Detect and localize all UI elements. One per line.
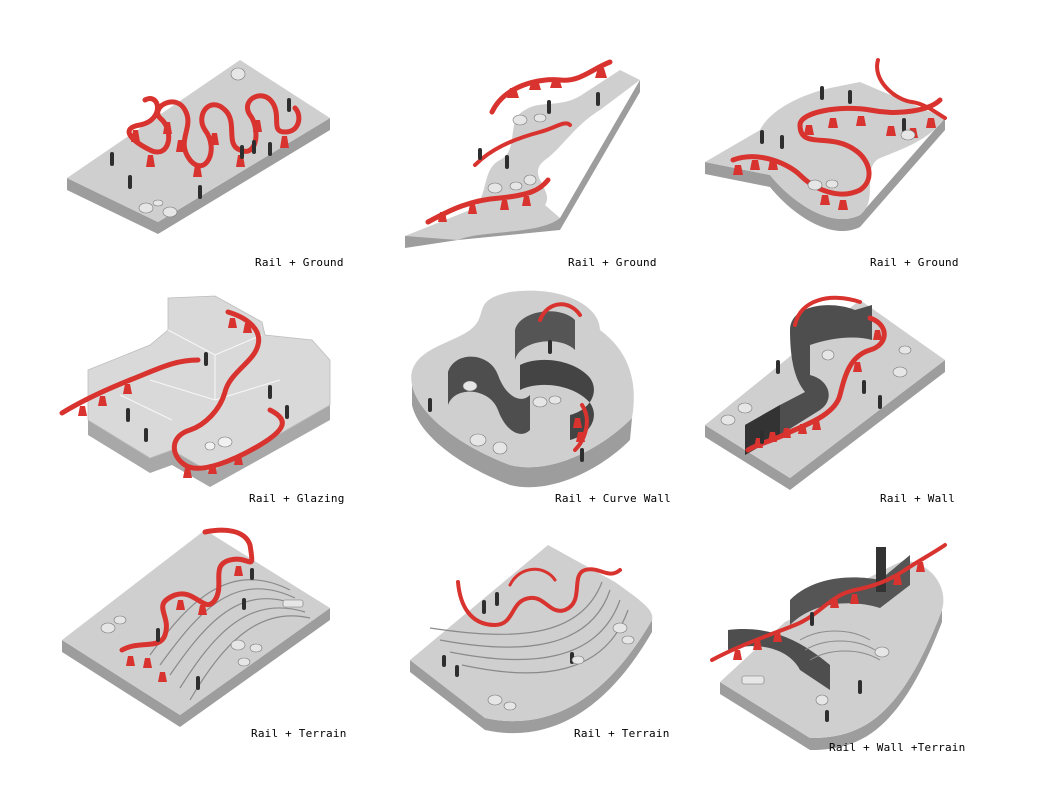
ground-slab [705,82,945,220]
rail-track [456,567,622,628]
seating [462,380,562,455]
curve-wall-2 [515,311,575,360]
hanging-garments [78,318,252,478]
diagram-rail-glazing [59,295,331,487]
hanging-garments [733,562,925,660]
rail-track-top [793,295,862,327]
seating [138,67,246,218]
rail-track [489,59,613,115]
diagram-label-4: Rail + Glazing [249,492,345,505]
seating [487,622,635,711]
diagram-label-9: Rail + Wall +Terrain [829,741,965,754]
seating [720,345,912,426]
curve-wall-1 [448,356,530,434]
diagram-label-1: Rail + Ground [255,256,344,269]
people-figures [110,98,291,199]
diagram-label-7: Rail + Terrain [251,727,347,740]
rail-track-top [875,58,947,120]
rail-track [745,315,887,453]
diagram-rail-wall-terrain [710,543,947,750]
people-figures [156,568,254,690]
people-figures [760,86,906,149]
rail-track [710,543,947,662]
terrain-steps [429,581,629,674]
ground-slab-side [720,610,942,750]
hanging-garments [754,330,882,448]
terrain-steps [149,579,311,701]
rail-track [119,527,255,653]
diagram-rail-terrain [62,527,330,727]
seating [741,646,890,706]
rail-track [59,309,285,471]
diagram-label-2: Rail + Ground [568,256,657,269]
wall-s-face [745,405,780,455]
people-figures [126,352,289,442]
seating [807,129,916,191]
people-figures [760,360,882,444]
rail-track [538,302,589,452]
wall-s [728,629,830,690]
diagram-label-3: Rail + Ground [870,256,959,269]
wall-panel [876,547,886,592]
rail-track-back [508,567,557,587]
diagram-label-8: Rail + Terrain [574,727,670,740]
terrain-steps [799,630,881,661]
ground-slab-side [705,118,945,232]
glazing-roof-lines [119,329,281,421]
diagram-rail-ground-grid [67,60,330,234]
seating [204,436,233,451]
diagram-label-6: Rail + Wall [880,492,955,505]
ground-slab-side [405,80,640,248]
diagram-rail-ground-s [405,59,640,248]
diagram-rail-ground-loop [705,58,947,232]
people-figures [810,612,862,722]
rail-track [126,93,302,169]
diagram-rail-curve-wall [411,290,634,488]
ground-slab [410,545,653,722]
glazing-volume [87,295,331,473]
ground-slab-side [412,385,632,488]
hanging-garments [438,68,607,222]
ground-slab-side [410,620,652,734]
diagram-rail-terrain-fan [410,545,653,734]
rail-track-lower [425,177,551,225]
rail-track-mid [473,121,572,167]
glazing-volume-side [88,405,330,487]
seating [100,599,304,667]
seating [487,113,547,194]
diagram-rail-wall [705,295,945,490]
diagram-label-5: Rail + Curve Wall [555,492,671,505]
ground-slab [405,70,640,240]
people-figures [478,92,600,169]
ground-slab [720,560,944,738]
hanging-garments [573,418,585,442]
ground-slab [62,530,330,715]
ground-slab [67,60,330,222]
people-figures [428,340,584,462]
rail-track [730,97,943,197]
hanging-garments [126,566,243,682]
